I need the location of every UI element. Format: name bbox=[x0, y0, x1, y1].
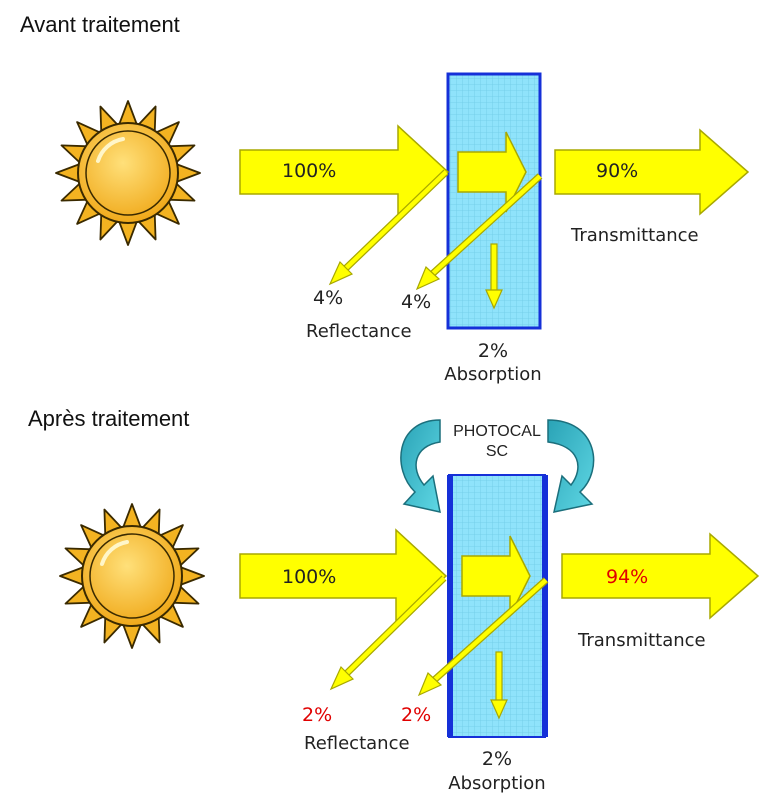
transmitted-percent: 94% bbox=[606, 566, 649, 588]
sun-icon bbox=[55, 100, 201, 246]
transmittance-label: Transmittance bbox=[578, 630, 706, 651]
coating-label: PHOTOCAL SC bbox=[440, 422, 554, 462]
back-reflection-arrow bbox=[417, 577, 549, 697]
absorbed-percent: 2% bbox=[481, 748, 513, 770]
coating-label-line2: SC bbox=[485, 443, 509, 460]
absorption-label: Absorption bbox=[444, 364, 542, 385]
back-reflect-percent: 2% bbox=[401, 704, 432, 726]
absorption-arrow bbox=[485, 243, 503, 310]
incident-percent: 100% bbox=[282, 160, 337, 182]
internal-arrow bbox=[457, 131, 527, 213]
front-reflect-percent: 4% bbox=[313, 287, 344, 309]
transmitted-arrow bbox=[554, 128, 750, 216]
absorption-label: Absorption bbox=[448, 773, 546, 794]
front-reflect-percent: 2% bbox=[302, 704, 333, 726]
coating-arrow-left-icon bbox=[400, 419, 441, 513]
coating-label-line1: PHOTOCAL bbox=[453, 423, 541, 440]
after-title: Après traitement bbox=[28, 406, 190, 431]
sun-icon bbox=[59, 503, 205, 649]
transmitted-percent: 90% bbox=[596, 160, 639, 182]
internal-arrow bbox=[461, 535, 531, 617]
back-reflection-arrow bbox=[415, 173, 543, 291]
reflectance-label: Reflectance bbox=[306, 321, 412, 342]
back-reflect-percent: 4% bbox=[401, 291, 432, 313]
reflectance-label: Reflectance bbox=[304, 733, 410, 754]
absorbed-percent: 2% bbox=[477, 340, 509, 362]
before-section bbox=[55, 72, 750, 330]
transmittance-label: Transmittance bbox=[571, 225, 699, 246]
transmitted-arrow bbox=[561, 532, 760, 620]
after-section bbox=[59, 419, 760, 738]
before-title: Avant traitement bbox=[20, 12, 180, 37]
incident-percent: 100% bbox=[282, 566, 337, 588]
front-reflection-arrow bbox=[328, 169, 449, 286]
front-reflection-arrow bbox=[329, 575, 447, 691]
coating-arrow-right-icon bbox=[547, 419, 595, 513]
coating-layer bbox=[447, 475, 453, 737]
coating-layer bbox=[542, 475, 548, 737]
absorption-arrow bbox=[490, 651, 508, 720]
